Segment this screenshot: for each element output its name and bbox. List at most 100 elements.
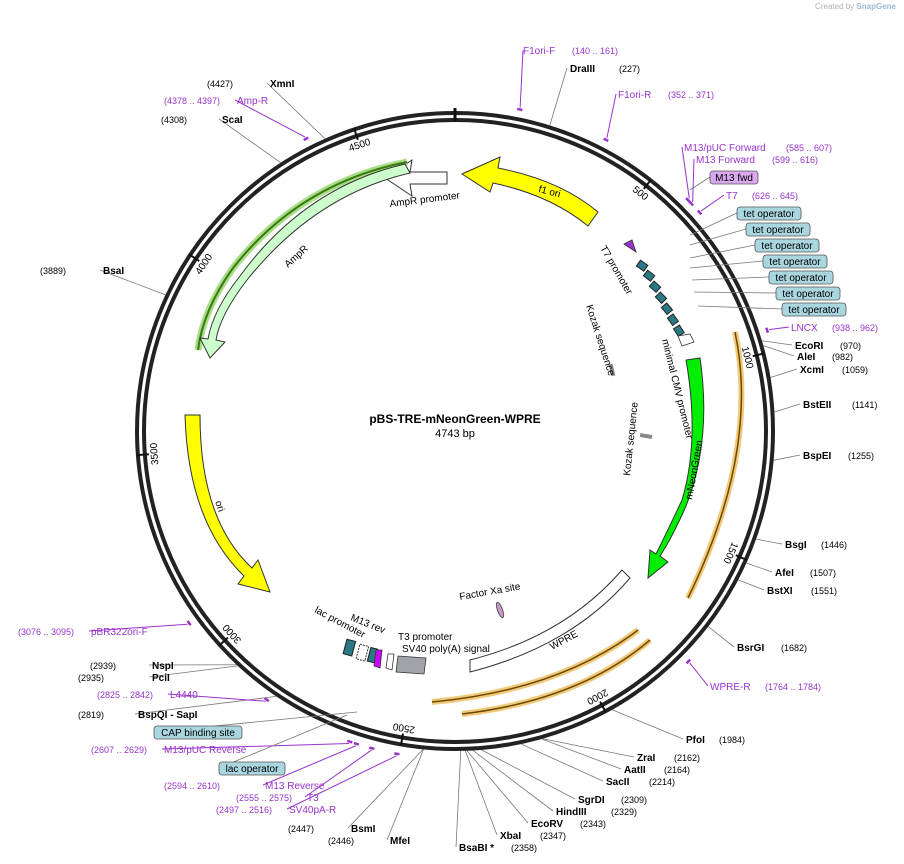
primer-mark[interactable] xyxy=(516,107,523,112)
primer-leader xyxy=(167,693,266,702)
t7-promoter-feature[interactable] xyxy=(623,239,637,253)
primer-label[interactable]: M13 Reverse xyxy=(265,781,325,792)
wpre-feature[interactable] xyxy=(469,569,631,673)
label-box[interactable] xyxy=(709,170,759,185)
primer-mark[interactable] xyxy=(303,136,309,142)
enzyme-label[interactable]: SacII xyxy=(606,777,630,788)
f1-ori-feature[interactable] xyxy=(460,156,599,227)
enzyme-label[interactable]: BsgI xyxy=(785,540,807,551)
enzyme-label[interactable]: BsrGI xyxy=(737,643,764,654)
enzyme-label[interactable]: AfeI xyxy=(775,568,794,579)
primer-label[interactable]: pBR322ori-F xyxy=(91,627,148,638)
enzyme-label[interactable]: DraIII xyxy=(570,64,595,75)
primer-label[interactable]: F1ori-F xyxy=(523,46,555,57)
tet-operator-block[interactable] xyxy=(654,291,668,305)
sv40-polya-feature[interactable] xyxy=(395,655,427,675)
enzyme-label[interactable]: AleI xyxy=(797,352,816,363)
tet-operator-block[interactable] xyxy=(660,302,674,316)
primer-mark[interactable] xyxy=(368,746,375,751)
orf-strand-3 xyxy=(461,639,651,715)
tet-operator-block[interactable] xyxy=(642,269,656,282)
snapgene-logo: SnapGene xyxy=(856,2,896,11)
enzyme-label[interactable]: BstXI xyxy=(767,586,793,597)
primer-label[interactable]: M13/pUC Forward xyxy=(684,143,766,154)
primer-label[interactable]: T7 xyxy=(726,191,738,202)
enzyme-label[interactable]: BsmI xyxy=(351,824,376,835)
enzyme-label[interactable]: AatII xyxy=(624,765,646,776)
lac-promoter-block[interactable] xyxy=(355,643,370,662)
primer-label[interactable]: L4440 xyxy=(170,690,198,701)
enzyme-position: (970) xyxy=(840,341,861,351)
tet-operator-block[interactable] xyxy=(635,259,649,272)
label-box[interactable] xyxy=(736,206,802,221)
primer-label[interactable]: LNCX xyxy=(791,323,818,334)
enzyme-label[interactable]: PfoI xyxy=(686,735,705,746)
enzyme-label[interactable]: XcmI xyxy=(800,365,824,376)
tet-operator-block[interactable] xyxy=(672,324,685,338)
primer-mark[interactable] xyxy=(346,739,353,744)
label-box[interactable] xyxy=(775,286,841,301)
label-box[interactable] xyxy=(781,302,847,317)
enzyme-label[interactable]: XmnI xyxy=(270,79,295,90)
label-box[interactable] xyxy=(762,254,828,269)
enzyme-label[interactable]: BsaBI * xyxy=(459,843,494,854)
primer-mark[interactable] xyxy=(263,697,270,703)
tet-operator-block[interactable] xyxy=(648,280,662,294)
ampr-feature[interactable] xyxy=(199,163,411,359)
orf-strand-1 xyxy=(687,331,743,599)
enzyme-position: (2162) xyxy=(674,753,700,763)
primer-label[interactable]: T3 xyxy=(307,793,319,804)
enzyme-label[interactable]: EcoRI xyxy=(795,341,824,352)
primer-label[interactable]: M13/pUC Reverse xyxy=(164,745,247,756)
ori-feature[interactable] xyxy=(184,414,271,593)
enzyme-label[interactable]: BspEI xyxy=(803,451,832,462)
enzyme-label[interactable]: BspQI - SapI xyxy=(138,710,198,721)
mneongreen-feature[interactable] xyxy=(647,357,705,580)
minimal-cmv-label: minimal CMV promoter xyxy=(659,338,695,441)
minimal-cmv-promoter-feature[interactable] xyxy=(677,333,695,347)
primer-label[interactable]: Amp-R xyxy=(237,96,268,107)
kozak-marker-2[interactable] xyxy=(639,432,653,440)
tick-label: 2500 xyxy=(392,720,416,735)
label-box[interactable] xyxy=(218,761,286,776)
primer-mark[interactable] xyxy=(186,620,192,626)
primer-mark[interactable] xyxy=(353,741,360,746)
primer-mark[interactable] xyxy=(765,327,770,334)
tet-operator-block[interactable] xyxy=(666,313,680,327)
enzyme-label[interactable]: HindIII xyxy=(556,807,587,818)
boxed-label: CAP binding site xyxy=(161,728,235,739)
enzyme-label[interactable]: SgrDI xyxy=(578,795,605,806)
enzyme-position: (2309) xyxy=(621,795,647,805)
enzyme-label[interactable]: BstEII xyxy=(803,400,832,411)
kozak-marker-1[interactable] xyxy=(608,363,616,377)
enzyme-label[interactable]: ScaI xyxy=(222,115,243,126)
enzyme-leader xyxy=(738,579,765,591)
primer-mark[interactable] xyxy=(688,200,694,207)
enzyme-label[interactable]: BsaI xyxy=(103,266,124,277)
enzyme-label[interactable]: MfeI xyxy=(390,836,410,847)
enzyme-label[interactable]: PciI xyxy=(152,673,170,684)
lac-operator-block[interactable] xyxy=(342,638,357,657)
enzyme-label[interactable]: NspI xyxy=(152,661,174,672)
primer-label[interactable]: F1ori-R xyxy=(618,90,651,101)
primer-leader xyxy=(286,755,397,810)
label-box[interactable] xyxy=(745,222,811,237)
m13-rev-feature[interactable] xyxy=(373,649,383,669)
enzyme-label[interactable]: XbaI xyxy=(500,831,521,842)
primer-mark[interactable] xyxy=(603,137,609,143)
factor-xa-marker[interactable] xyxy=(495,601,505,619)
label-box[interactable] xyxy=(754,238,820,253)
t3-promoter-feature[interactable] xyxy=(385,653,395,671)
primer-mark[interactable] xyxy=(696,209,703,216)
primer-label[interactable]: SV40pA-R xyxy=(289,805,336,816)
primer-mark[interactable] xyxy=(685,658,692,665)
enzyme-label[interactable]: EcoRV xyxy=(531,819,563,830)
primer-mark[interactable] xyxy=(394,752,400,756)
primer-mark[interactable] xyxy=(685,197,691,203)
label-box[interactable] xyxy=(768,270,834,285)
enzyme-label[interactable]: ZraI xyxy=(637,753,656,764)
primer-label[interactable]: M13 Forward xyxy=(696,155,755,166)
primer-label[interactable]: WPRE-R xyxy=(710,682,751,693)
label-box[interactable] xyxy=(153,725,243,740)
